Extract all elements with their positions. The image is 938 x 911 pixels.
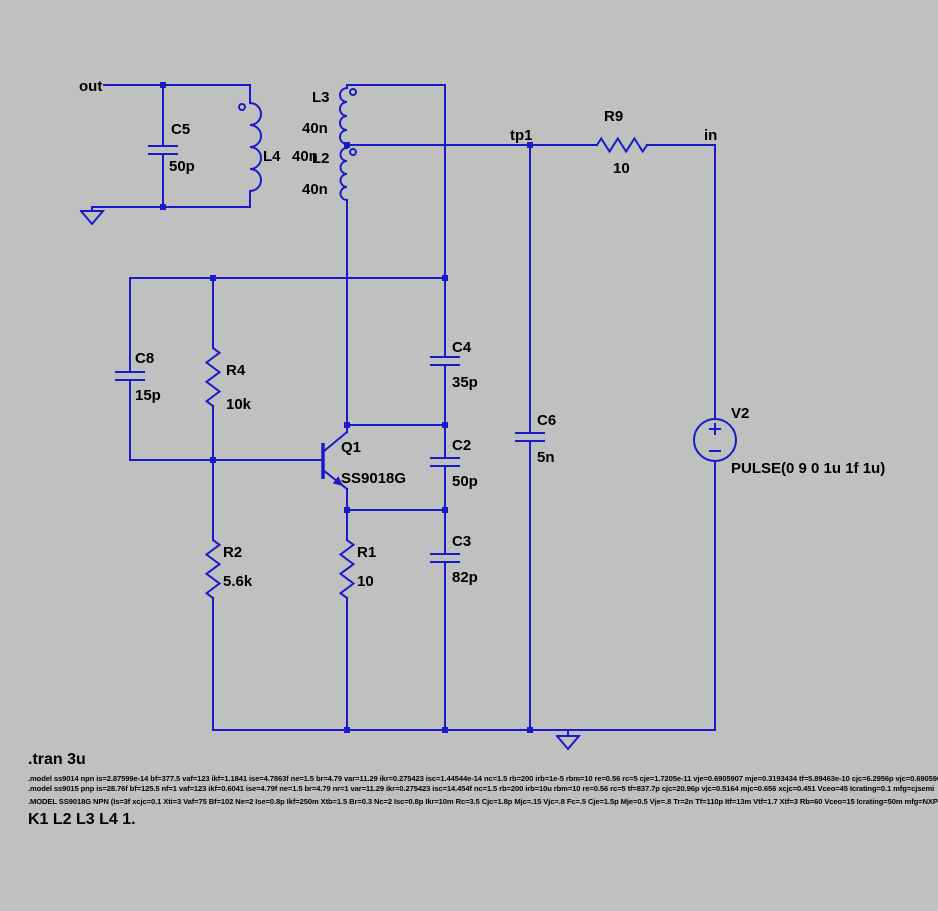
resistor-r4[interactable] [204,346,222,408]
wire-c8-to-base[interactable] [129,379,324,461]
directive-model-ss9018g[interactable]: .MODEL SS9018G NPN (Is=3f xcjc=0.1 Xti=3… [28,797,938,806]
resistor-r2[interactable] [204,538,222,600]
junction-node [442,422,448,428]
value-v2[interactable]: PULSE(0 9 0 1u 1f 1u) [731,460,885,477]
junction-node [442,275,448,281]
junction-node [160,204,166,210]
value-r9[interactable]: 10 [613,160,630,177]
resistor-r9[interactable] [595,136,649,154]
value-l4[interactable]: 40n [292,148,318,165]
value-c8[interactable]: 15p [135,387,161,404]
capacitor-c2[interactable] [430,457,460,467]
capacitor-c8[interactable] [115,371,145,381]
plus-icon [709,423,721,435]
inductor-l3[interactable] [339,86,357,146]
npn-collector-line[interactable] [321,430,349,454]
ref-r2[interactable]: R2 [223,544,242,561]
value-q1[interactable]: SS9018G [341,470,406,487]
value-c5[interactable]: 50p [169,158,195,175]
ground-symbol-main[interactable] [555,729,582,751]
junction-node [344,142,350,148]
ref-r1[interactable]: R1 [357,544,376,561]
ref-l2[interactable]: L2 [312,150,330,167]
capacitor-c6[interactable] [515,432,545,442]
value-r2[interactable]: 5.6k [223,573,253,590]
junction-node [442,727,448,733]
inductor-coil[interactable] [339,146,349,202]
ref-l4[interactable]: L4 [263,148,281,165]
capacitor-c5[interactable] [148,145,178,155]
junction-node [442,507,448,513]
labels: out C5 50p L4 40n L3 40n L2 40n tp1 R9 1… [28,78,938,828]
voltage-source-circle[interactable] [693,418,737,462]
capacitor-c3[interactable] [430,553,460,563]
directive-coupling[interactable]: K1 L2 L3 L4 1. [28,811,136,828]
value-c3[interactable]: 82p [452,569,478,586]
junction-node [344,727,350,733]
voltage-source-v2[interactable] [693,418,737,462]
ref-v2[interactable]: V2 [731,405,749,422]
net-label-tp1[interactable]: tp1 [510,127,533,144]
net-label-in[interactable]: in [704,127,717,144]
transistor-q1[interactable] [321,430,349,491]
value-l2[interactable]: 40n [302,181,328,198]
wires [91,84,716,731]
junction-node [210,457,216,463]
ref-r4[interactable]: R4 [226,362,246,379]
ref-c4[interactable]: C4 [452,339,472,356]
wire-r9-to-v2[interactable] [646,144,716,420]
ref-r9[interactable]: R9 [604,108,623,125]
ref-q1[interactable]: Q1 [341,439,361,456]
value-r1[interactable]: 10 [357,573,374,590]
ground-symbol-left[interactable] [79,206,106,226]
ref-c5[interactable]: C5 [171,121,190,138]
inductor-l4[interactable] [238,101,262,193]
value-l3[interactable]: 40n [302,120,328,137]
junction-node [160,82,166,88]
ref-c6[interactable]: C6 [537,412,556,429]
ground-icon[interactable] [79,206,106,226]
net-label-out[interactable]: out [79,78,102,95]
junction-node [527,142,533,148]
resistor-zigzag[interactable] [595,136,649,154]
junction-node [210,275,216,281]
inductor-l2[interactable] [339,146,357,202]
value-c4[interactable]: 35p [452,374,478,391]
phase-dot-icon [349,88,357,96]
ref-c3[interactable]: C3 [452,533,471,550]
resistor-r1[interactable] [338,538,356,600]
resistor-zigzag[interactable] [204,538,222,600]
inductor-coil[interactable] [339,86,349,146]
wire-l3-top-rail[interactable] [346,84,446,358]
junction-node [527,727,533,733]
junction-nodes [160,82,533,733]
value-r4[interactable]: 10k [226,396,252,413]
value-c2[interactable]: 50p [452,473,478,490]
value-c6[interactable]: 5n [537,449,555,466]
junction-node [344,422,350,428]
directive-model-ss9015[interactable]: .model ss9015 pnp is=28.76f bf=125.5 nf=… [28,784,934,793]
ref-l3[interactable]: L3 [312,89,330,106]
junction-node [344,507,350,513]
directive-model-ss9014[interactable]: .model ss9014 npn is=2.87599e-14 bf=377.… [28,774,938,783]
ground-icon[interactable] [555,729,582,751]
directive-tran[interactable]: .tran 3u [28,751,86,768]
resistor-zigzag[interactable] [204,346,222,408]
wire-feedback-top[interactable] [129,277,446,373]
capacitor-c4[interactable] [430,356,460,366]
resistor-zigzag[interactable] [338,538,356,600]
phase-dot-icon [349,148,357,156]
ref-c8[interactable]: C8 [135,350,154,367]
npn-emitter-arrow-icon [332,476,344,487]
inductor-coil[interactable] [248,101,262,193]
ref-c2[interactable]: C2 [452,437,471,454]
phase-dot-icon [238,103,246,111]
